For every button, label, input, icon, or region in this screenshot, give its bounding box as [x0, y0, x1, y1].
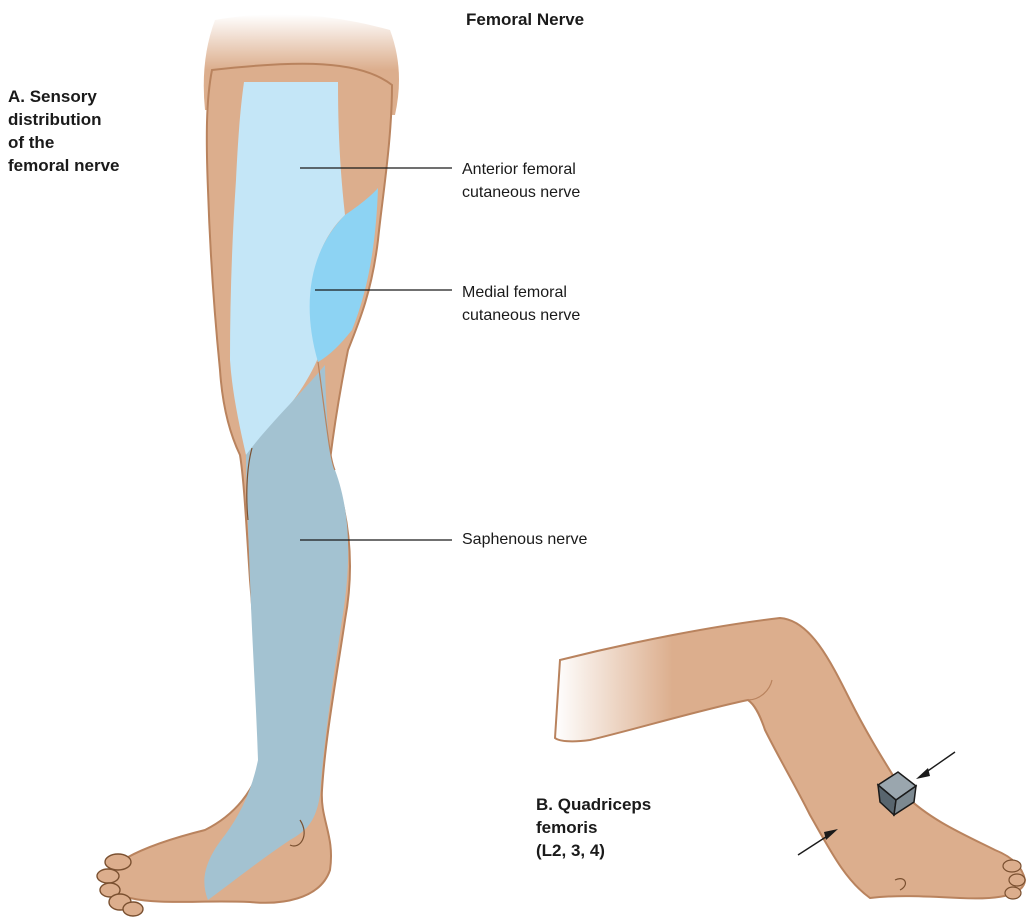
leg-anterior-view	[97, 14, 399, 916]
panel-b-label: B. Quadriceps femoris (L2, 3, 4)	[536, 793, 651, 862]
arrow-icon	[916, 752, 955, 779]
figure-title: Femoral Nerve	[466, 8, 584, 31]
callout-saphenous: Saphenous nerve	[462, 528, 587, 551]
callout-anterior-femoral: Anterior femoral cutaneous nerve	[462, 158, 580, 204]
panel-a-label: A. Sensory distribution of the femoral n…	[8, 85, 120, 177]
callout-medial-femoral: Medial femoral cutaneous nerve	[462, 281, 580, 327]
